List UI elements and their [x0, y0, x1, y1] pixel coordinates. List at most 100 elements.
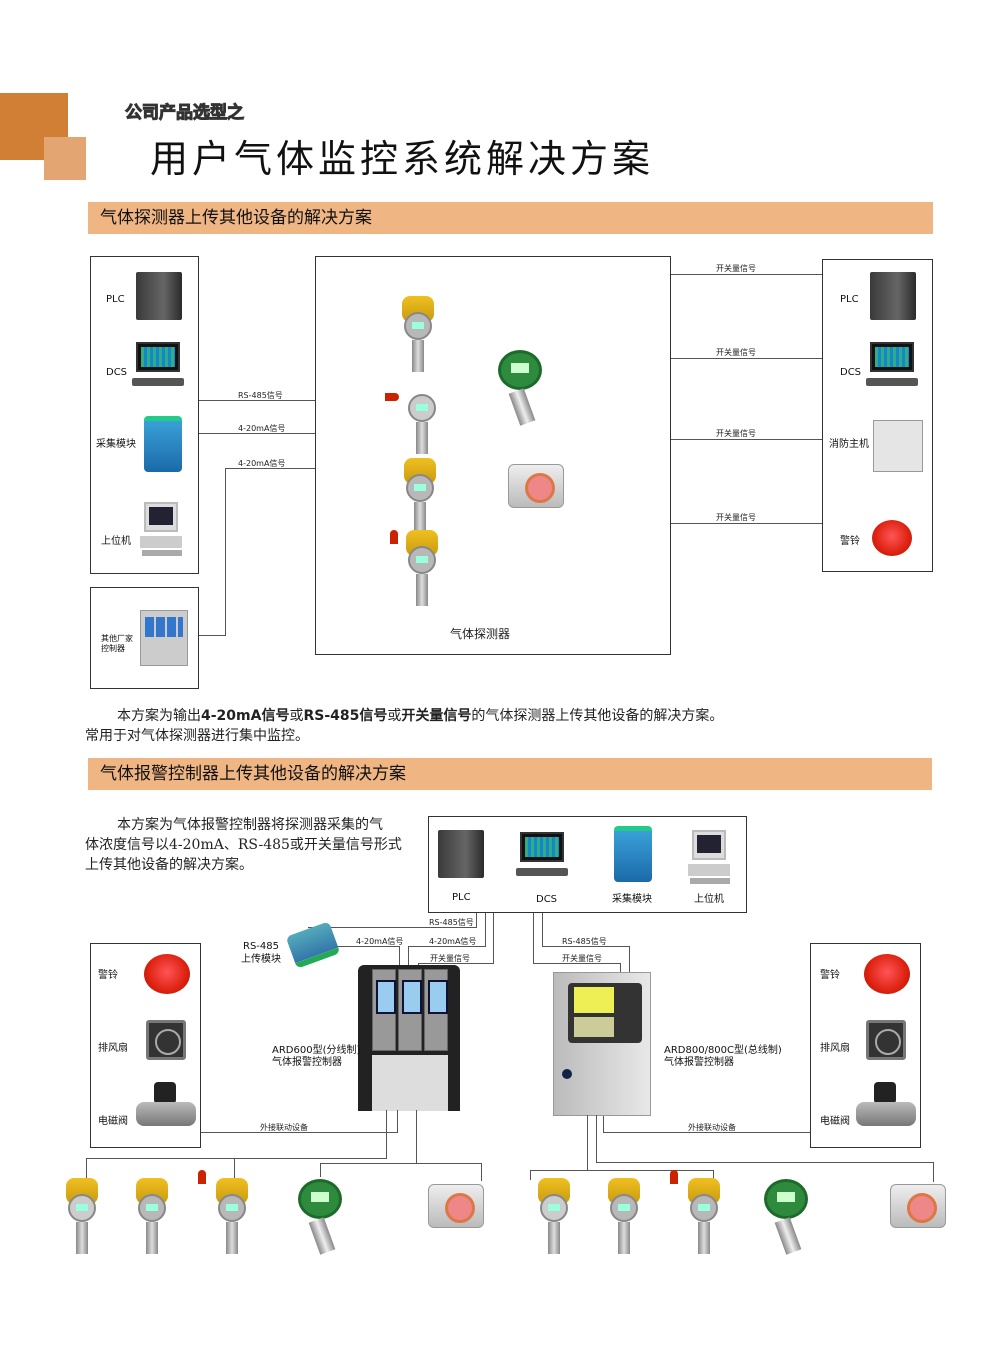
linkage-device-label: 警铃	[820, 970, 840, 981]
dcs-image	[516, 832, 568, 878]
signal-label: 开关量信号	[430, 954, 470, 963]
gas-detector-label: 气体探测器	[450, 627, 511, 641]
bus-line	[530, 1170, 531, 1180]
top-device-label: PLC	[452, 892, 471, 903]
signal-label: 4-20mA信号	[238, 459, 286, 468]
signal-line	[671, 274, 822, 275]
signal-line	[671, 358, 822, 359]
text: 本方案为气体报警控制器将探测器采集的气	[117, 817, 383, 833]
signal-line	[408, 946, 409, 966]
other-controller-label: 其他厂家 控制器	[101, 634, 133, 653]
ard600-label: ARD600型(分线制) 气体报警控制器	[272, 1045, 361, 1068]
signal-line	[533, 913, 534, 963]
text: 本方案为输出	[117, 708, 201, 724]
linkage-device-label: 电磁阀	[98, 1116, 128, 1127]
signal-label: 4-20mA信号	[429, 937, 477, 946]
signal-label: RS-485信号	[238, 391, 283, 400]
signal-label: 开关量信号	[716, 513, 756, 522]
left-device-label: PLC	[106, 294, 125, 305]
signal-line	[671, 439, 822, 440]
gas-detector-image	[604, 1178, 644, 1258]
ard800-controller-image	[553, 972, 651, 1116]
bus-line	[386, 1110, 387, 1159]
signal-line	[408, 946, 486, 947]
text-bold: 开关量信号	[401, 708, 472, 724]
alarm-bell-image	[144, 954, 190, 994]
signal-label: 4-20mA信号	[356, 937, 404, 946]
text: 上传其他设备的解决方案。	[85, 857, 253, 873]
signal-line	[397, 1110, 398, 1133]
signal-line	[603, 1132, 810, 1133]
signal-line	[320, 946, 400, 947]
gas-detector-image	[62, 1178, 102, 1258]
signal-label: RS-485信号	[562, 937, 607, 946]
plc-image	[870, 272, 916, 320]
bus-line	[86, 1158, 386, 1159]
bus-line	[596, 1115, 597, 1163]
ard600-controller-image	[358, 965, 460, 1111]
bus-line	[86, 1158, 87, 1178]
left-device-label: 上位机	[101, 536, 131, 547]
dcs-image	[132, 342, 184, 388]
plc-image	[136, 272, 182, 320]
signal-line	[533, 963, 621, 964]
signal-line	[199, 433, 315, 434]
linkage-device-label: 排风扇	[98, 1043, 128, 1054]
dcs-image	[866, 342, 918, 388]
text: 的气体探测器上传其他设备的解决方案。	[471, 708, 724, 724]
signal-line	[199, 400, 315, 401]
text: 或	[289, 708, 304, 724]
host-pc-image	[688, 830, 730, 886]
signal-label: 开关量信号	[716, 264, 756, 273]
gas-detector-image	[402, 530, 442, 610]
gas-detector-image	[492, 348, 548, 428]
signal-line	[629, 946, 630, 976]
signal-line	[399, 946, 400, 966]
text: 常用于对气体探测器进行集中监控。	[85, 728, 309, 744]
acquisition-module-image	[614, 826, 652, 882]
text: 体浓度信号以4-20mA、RS-485或开关量信号形式	[85, 837, 402, 853]
signal-line	[476, 913, 477, 927]
signal-line	[225, 468, 226, 636]
other-controller-image	[140, 610, 188, 666]
right-device-label: 警铃	[840, 536, 860, 547]
bus-line	[320, 1163, 321, 1177]
section-2-description: 本方案为气体报警控制器将探测器采集的气 体浓度信号以4-20mA、RS-485或…	[85, 815, 430, 875]
bus-line	[320, 1163, 482, 1164]
signal-line	[603, 1116, 604, 1133]
signal-line	[225, 468, 315, 469]
signal-label: 4-20mA信号	[238, 424, 286, 433]
section-1-header: 气体探测器上传其他设备的解决方案	[88, 202, 933, 234]
linkage-device-label: 电磁阀	[820, 1116, 850, 1127]
alarm-bell-image	[872, 520, 912, 556]
alarm-bell-image	[864, 954, 910, 994]
signal-line	[620, 963, 621, 976]
bus-line	[530, 1170, 714, 1171]
plc-image	[438, 830, 484, 878]
gas-detector-image	[398, 296, 438, 376]
top-device-label: 采集模块	[612, 894, 652, 905]
right-device-label: DCS	[840, 367, 862, 378]
acquisition-module-image	[144, 416, 182, 472]
signal-line	[671, 523, 822, 524]
signal-label: 开关量信号	[716, 348, 756, 357]
signal-line	[201, 1132, 398, 1133]
signal-line	[308, 927, 477, 928]
linkage-device-label: 警铃	[98, 970, 118, 981]
wall-detector-image	[428, 1184, 484, 1228]
alarm-lamp-icon	[670, 1170, 678, 1184]
top-device-label: DCS	[536, 894, 558, 905]
bus-line	[933, 1162, 934, 1182]
sensor-tip	[385, 393, 399, 401]
text-bold: 4-20mA信号	[201, 708, 290, 724]
gas-detector-image	[400, 458, 440, 538]
signal-label: 开关量信号	[716, 429, 756, 438]
text: 或	[387, 708, 402, 724]
section-1-description: 本方案为输出4-20mA信号或RS-485信号或开关量信号的气体探测器上传其他设…	[85, 706, 935, 746]
exhaust-fan-image	[146, 1020, 186, 1060]
wall-detector-image	[508, 464, 564, 508]
alarm-lamp-icon	[198, 1170, 206, 1184]
rs485-module-label: RS-485 上传模块	[241, 941, 281, 965]
signal-line	[542, 946, 630, 947]
